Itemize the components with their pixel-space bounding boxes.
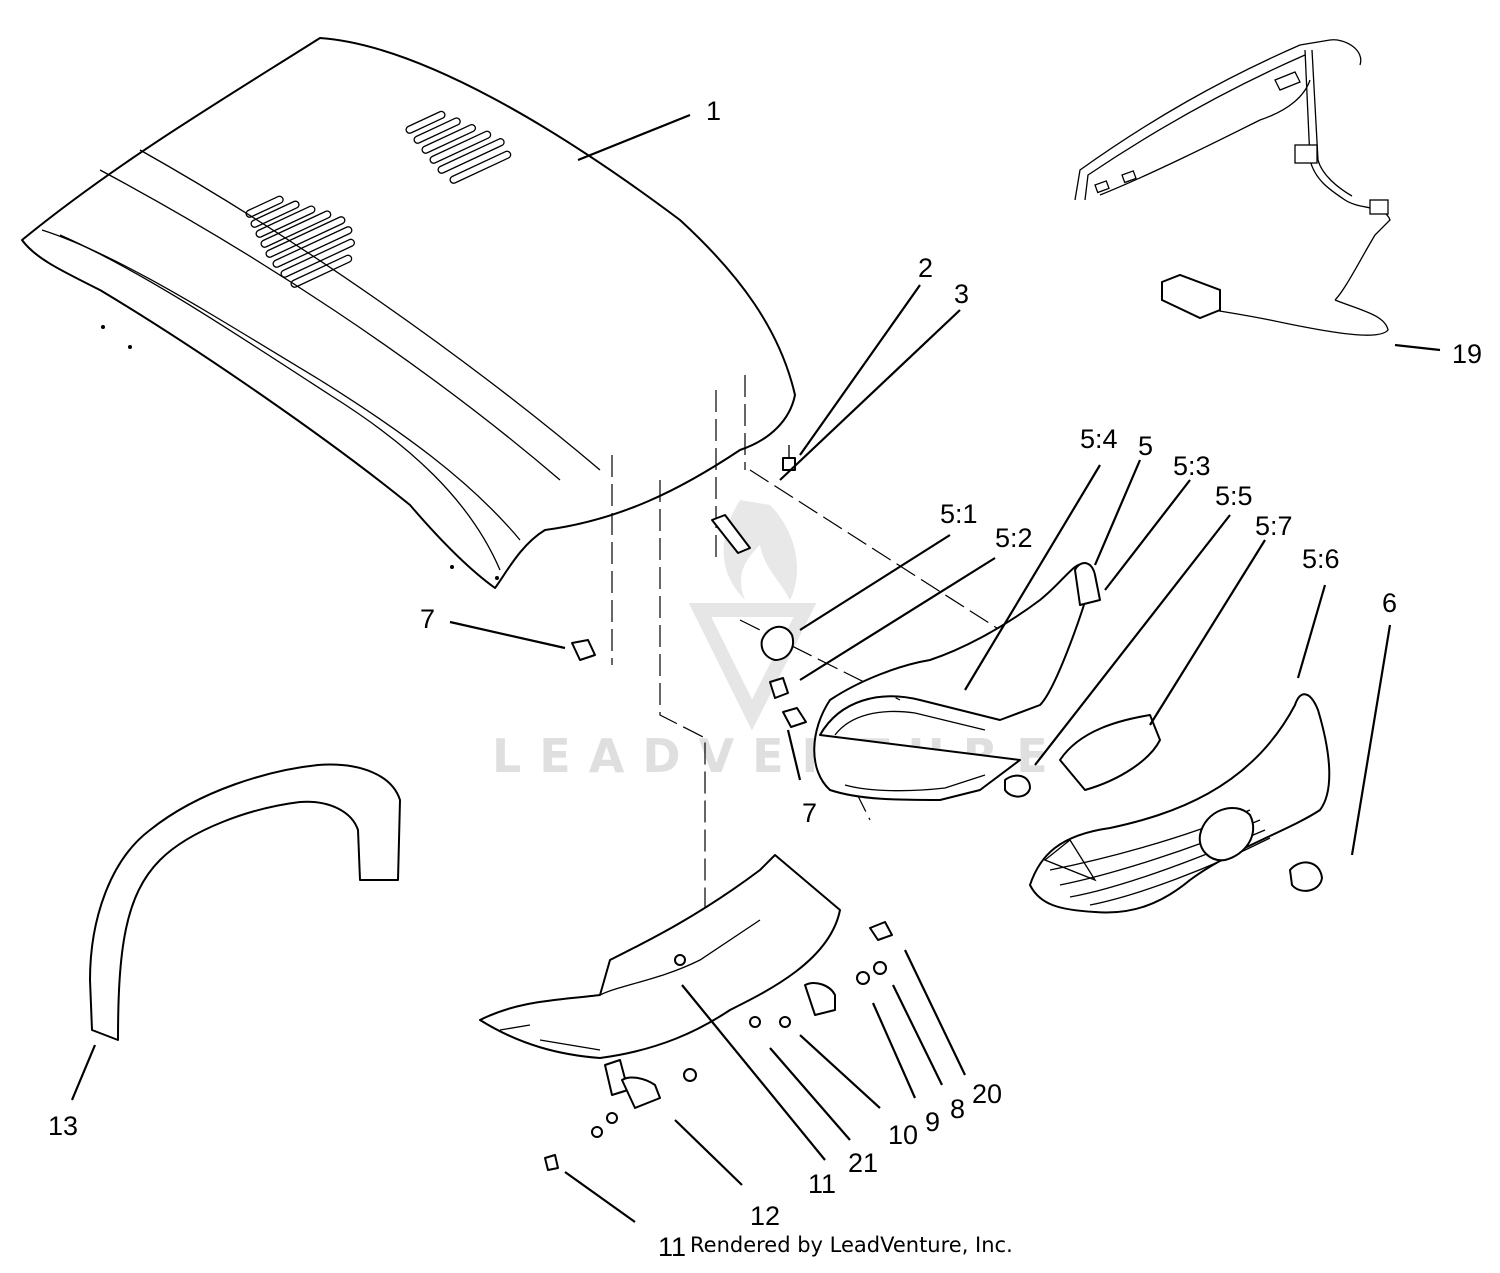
callout-20: 20 (972, 1079, 1002, 1109)
fender-trim-part-13 (89, 763, 401, 1041)
callout-6: 6 (1382, 588, 1397, 618)
screw-part-2 (782, 445, 796, 471)
callout-19: 19 (1452, 339, 1482, 369)
callout-13: 13 (48, 1111, 78, 1141)
alignment-line-c (715, 375, 746, 560)
callout-5: 5 (1138, 431, 1153, 461)
headlight-assembly-part-5 (760, 562, 1161, 801)
callout-3: 3 (954, 279, 969, 309)
callout-1: 1 (706, 96, 721, 126)
clip-part-7-lower (782, 707, 807, 728)
callout-7-upper: 7 (420, 604, 435, 634)
callout-10: 10 (888, 1120, 918, 1150)
callout-7-lower: 7 (802, 798, 817, 828)
hood-vent-lower (245, 195, 355, 288)
callout-8: 8 (950, 1094, 965, 1124)
callout-5-3: 5:3 (1173, 451, 1211, 481)
strap-part-3 (711, 514, 751, 554)
hood-vent-upper (405, 110, 512, 184)
alignment-line-b (659, 480, 706, 955)
callout-5-1: 5:1 (940, 499, 978, 529)
callout-9: 9 (925, 1107, 940, 1137)
hood-part-1 (21, 37, 796, 589)
callout-5-4: 5:4 (1080, 424, 1118, 454)
callout-2: 2 (918, 253, 933, 283)
callout-11-mid: 11 (808, 1169, 836, 1199)
render-credit: Rendered by LeadVenture, Inc. (690, 1233, 1013, 1257)
grille-part-6 (1029, 693, 1331, 914)
callout-11-bottom: 11 (658, 1232, 686, 1262)
callout-5-6: 5:6 (1302, 544, 1340, 574)
callout-12: 12 (750, 1201, 780, 1231)
callout-5-2: 5:2 (995, 523, 1033, 553)
wiring-harness-part-19 (1074, 39, 1391, 336)
callout-5-7: 5:7 (1255, 511, 1293, 541)
callout-5-5: 5:5 (1215, 481, 1253, 511)
callout-21: 21 (848, 1148, 878, 1178)
leader-lines (70, 113, 1441, 1223)
support-frame-parts-11-12 (479, 854, 893, 1171)
clip-part-7-upper (571, 639, 596, 661)
callout-labels: 1 2 3 5:4 5 5:3 5:5 5:7 5:1 5:2 5:6 6 7 … (48, 96, 1482, 1262)
